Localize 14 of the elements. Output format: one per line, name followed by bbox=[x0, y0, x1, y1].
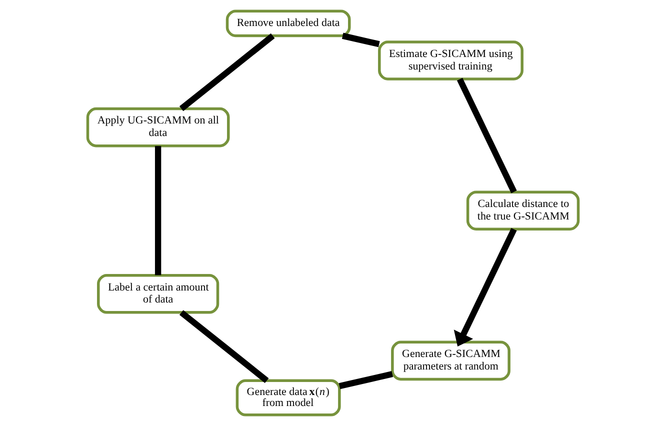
node-box: Generate data x(n) from model bbox=[235, 379, 340, 416]
connector bbox=[178, 33, 274, 112]
connector bbox=[338, 371, 393, 390]
arrow bbox=[453, 228, 516, 346]
node-box: Label a certain amount of data bbox=[96, 274, 219, 314]
node-box: Calculate distance to the true G-SICAMM bbox=[466, 190, 580, 230]
connector bbox=[178, 310, 268, 384]
connector bbox=[341, 32, 380, 48]
connector bbox=[154, 146, 161, 276]
connector bbox=[456, 78, 516, 194]
node-box: Apply UG-SICAMM on all data bbox=[86, 107, 230, 148]
node-box: Estimate G-SICAMM using supervised training bbox=[378, 40, 523, 80]
node-box: Remove unlabeled data bbox=[225, 10, 350, 38]
node-box: Generate G-SICAMM parameters at random bbox=[390, 340, 510, 381]
